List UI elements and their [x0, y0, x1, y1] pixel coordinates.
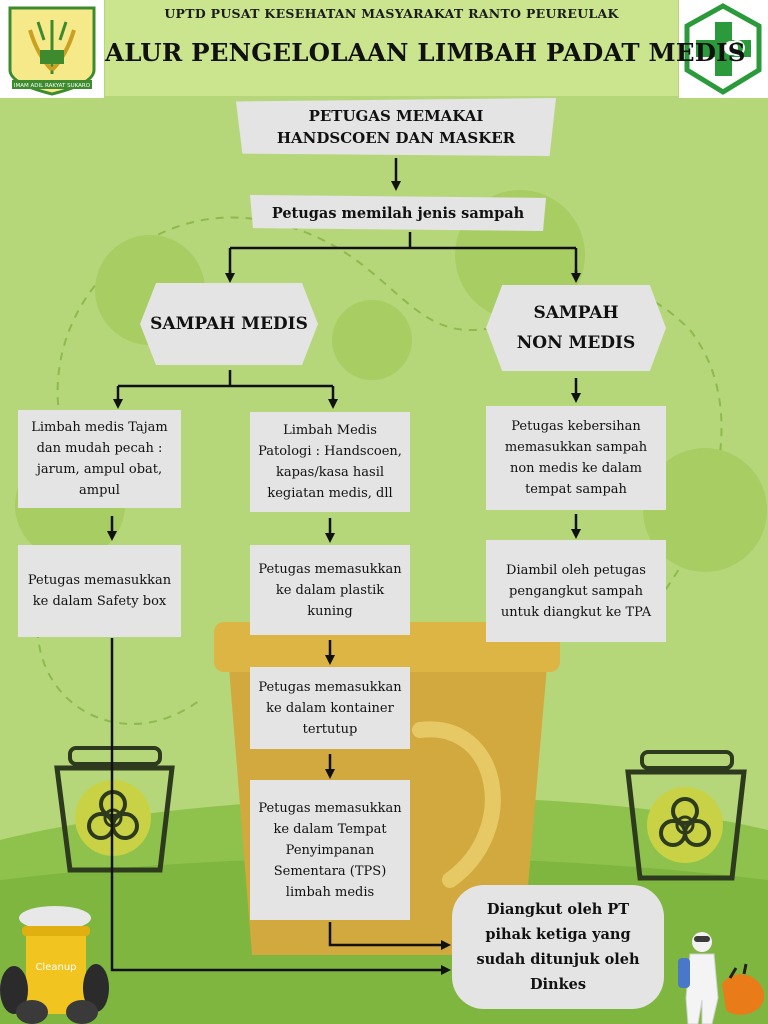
step2-text: Petugas memilah jenis sampah	[271, 204, 525, 222]
kontainer-text: Petugas memasukkan ke dalam kontainer te…	[258, 679, 402, 737]
third-party-transport-step: Diangkut oleh PT pihak ketiga yang sudah…	[452, 885, 664, 1009]
organization-name: UPTD PUSAT KESEHATAN MASYARAKAT RANTO PE…	[164, 6, 619, 21]
safety-box-step: Petugas memasukkan ke dalam Safety box	[18, 545, 181, 637]
step-wear-gloves-mask: PETUGAS MEMAKAI HANDSCOEN DAN MASKER	[236, 98, 556, 156]
diangkut-text: Diangkut oleh PT pihak ketiga yang sudah…	[476, 901, 640, 993]
step-sort-waste: Petugas memilah jenis sampah	[250, 195, 546, 231]
step1-text: PETUGAS MEMAKAI HANDSCOEN DAN MASKER	[276, 107, 516, 147]
tps-storage-step: Petugas memasukkan ke dalam Tempat Penyi…	[250, 780, 410, 920]
patologi-text: Limbah Medis Patologi : Handscoen, kapas…	[258, 423, 402, 501]
bin-label: Cleanup	[35, 962, 76, 973]
category-non-medical-waste: SAMPAH NON MEDIS	[486, 285, 666, 371]
non-medis-text: SAMPAH NON MEDIS	[516, 303, 636, 353]
header-banner	[105, 0, 678, 96]
medis-text: SAMPAH MEDIS	[150, 314, 308, 334]
garbage-bags-icon: Cleanup	[0, 906, 109, 1024]
aceh-coat-of-arms-icon: IMAM ADIL RAKYAT SUKARO	[0, 0, 104, 98]
logo-left-motto: IMAM ADIL RAKYAT SUKARO	[14, 83, 91, 89]
plastik-text: Petugas memasukkan ke dalam plastik kuni…	[258, 561, 402, 619]
safety-box-text: Petugas memasukkan ke dalam Safety box	[27, 573, 172, 609]
hazmat-worker-icon	[678, 932, 765, 1024]
tajam-text: Limbah medis Tajam dan mudah pecah : jar…	[31, 420, 168, 498]
cleaning-staff-box: Petugas kebersihan memasukkan sampah non…	[486, 406, 666, 510]
closed-container-step: Petugas memasukkan ke dalam kontainer te…	[250, 667, 410, 749]
tps-text: Petugas memasukkan ke dalam Tempat Penyi…	[258, 800, 402, 900]
puskesmas-cross-icon	[679, 0, 768, 98]
yellow-plastic-step: Petugas memasukkan ke dalam plastik kuni…	[250, 545, 410, 635]
page-title: ALUR PENGELOLAAN LIMBAH PADAT MEDIS	[105, 38, 746, 67]
pathology-waste-box: Limbah Medis Patologi : Handscoen, kapas…	[250, 412, 410, 512]
diambil-text: Diambil oleh petugas pengangkut sampah u…	[500, 562, 652, 620]
collected-to-tpa-step: Diambil oleh petugas pengangkut sampah u…	[486, 540, 666, 642]
category-medical-waste: SAMPAH MEDIS	[140, 283, 318, 365]
sharps-waste-box: Limbah medis Tajam dan mudah pecah : jar…	[18, 410, 181, 508]
kebersihan-text: Petugas kebersihan memasukkan sampah non…	[504, 419, 648, 497]
